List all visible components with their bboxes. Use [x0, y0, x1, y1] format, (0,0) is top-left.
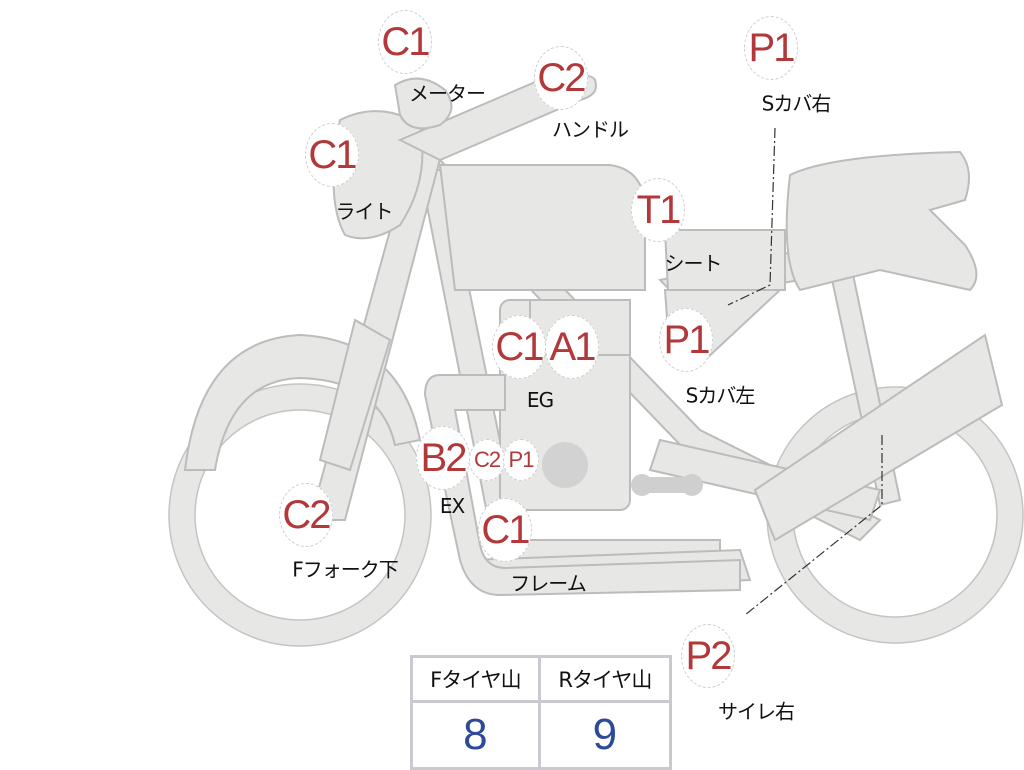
leader-line-scover-right: [727, 127, 776, 306]
exhaust: [423, 374, 741, 597]
label-seat: シート: [664, 251, 723, 276]
label-meter: メーター: [409, 81, 486, 106]
fuel-tank: [438, 164, 646, 291]
marker-fork-lower: C2: [279, 483, 333, 547]
front-tire-value: 8: [410, 700, 541, 770]
marker-scover-left: P1: [659, 308, 713, 372]
rear-seat: [785, 150, 978, 292]
label-silencer-right: サイレ右: [718, 699, 795, 724]
marker-light: C1: [305, 123, 359, 187]
label-scover-left: Sカバ左: [685, 383, 756, 408]
seat: [663, 229, 786, 291]
muffler: [753, 333, 1004, 542]
marker-scover-right: P1: [744, 16, 798, 80]
label-handle: ハンドル: [552, 117, 629, 142]
leader-line-silencer-right: [744, 435, 883, 616]
marker-engine-a1: A1: [545, 315, 599, 379]
marker-exhaust-p1: P1: [503, 439, 539, 481]
front-tire-header: Fタイヤ山: [410, 655, 541, 703]
rear-tire-header: Rタイヤ山: [537, 655, 673, 703]
marker-seat: T1: [631, 178, 685, 242]
marker-exhaust-b2: B2: [416, 426, 470, 490]
label-light: ライト: [335, 199, 394, 224]
marker-frame: C1: [478, 498, 532, 562]
label-scover-right: Sカバ右: [761, 91, 832, 116]
marker-silencer-right: P2: [681, 624, 735, 688]
marker-handle: C2: [534, 46, 588, 110]
marker-meter: C1: [378, 10, 432, 74]
rear-tire-value: 9: [537, 700, 673, 770]
tire-tread-table: Fタイヤ山 Rタイヤ山 8 9: [410, 655, 673, 770]
label-exhaust: EX: [439, 494, 465, 518]
meter: [393, 77, 453, 130]
marker-engine-c1: C1: [492, 315, 546, 379]
marker-exhaust-c2: C2: [469, 439, 505, 481]
front-wheel: [169, 384, 431, 646]
label-frame: フレーム: [510, 571, 586, 596]
label-fork-lower: Fフォーク下: [292, 557, 399, 582]
label-engine: EG: [526, 388, 554, 412]
